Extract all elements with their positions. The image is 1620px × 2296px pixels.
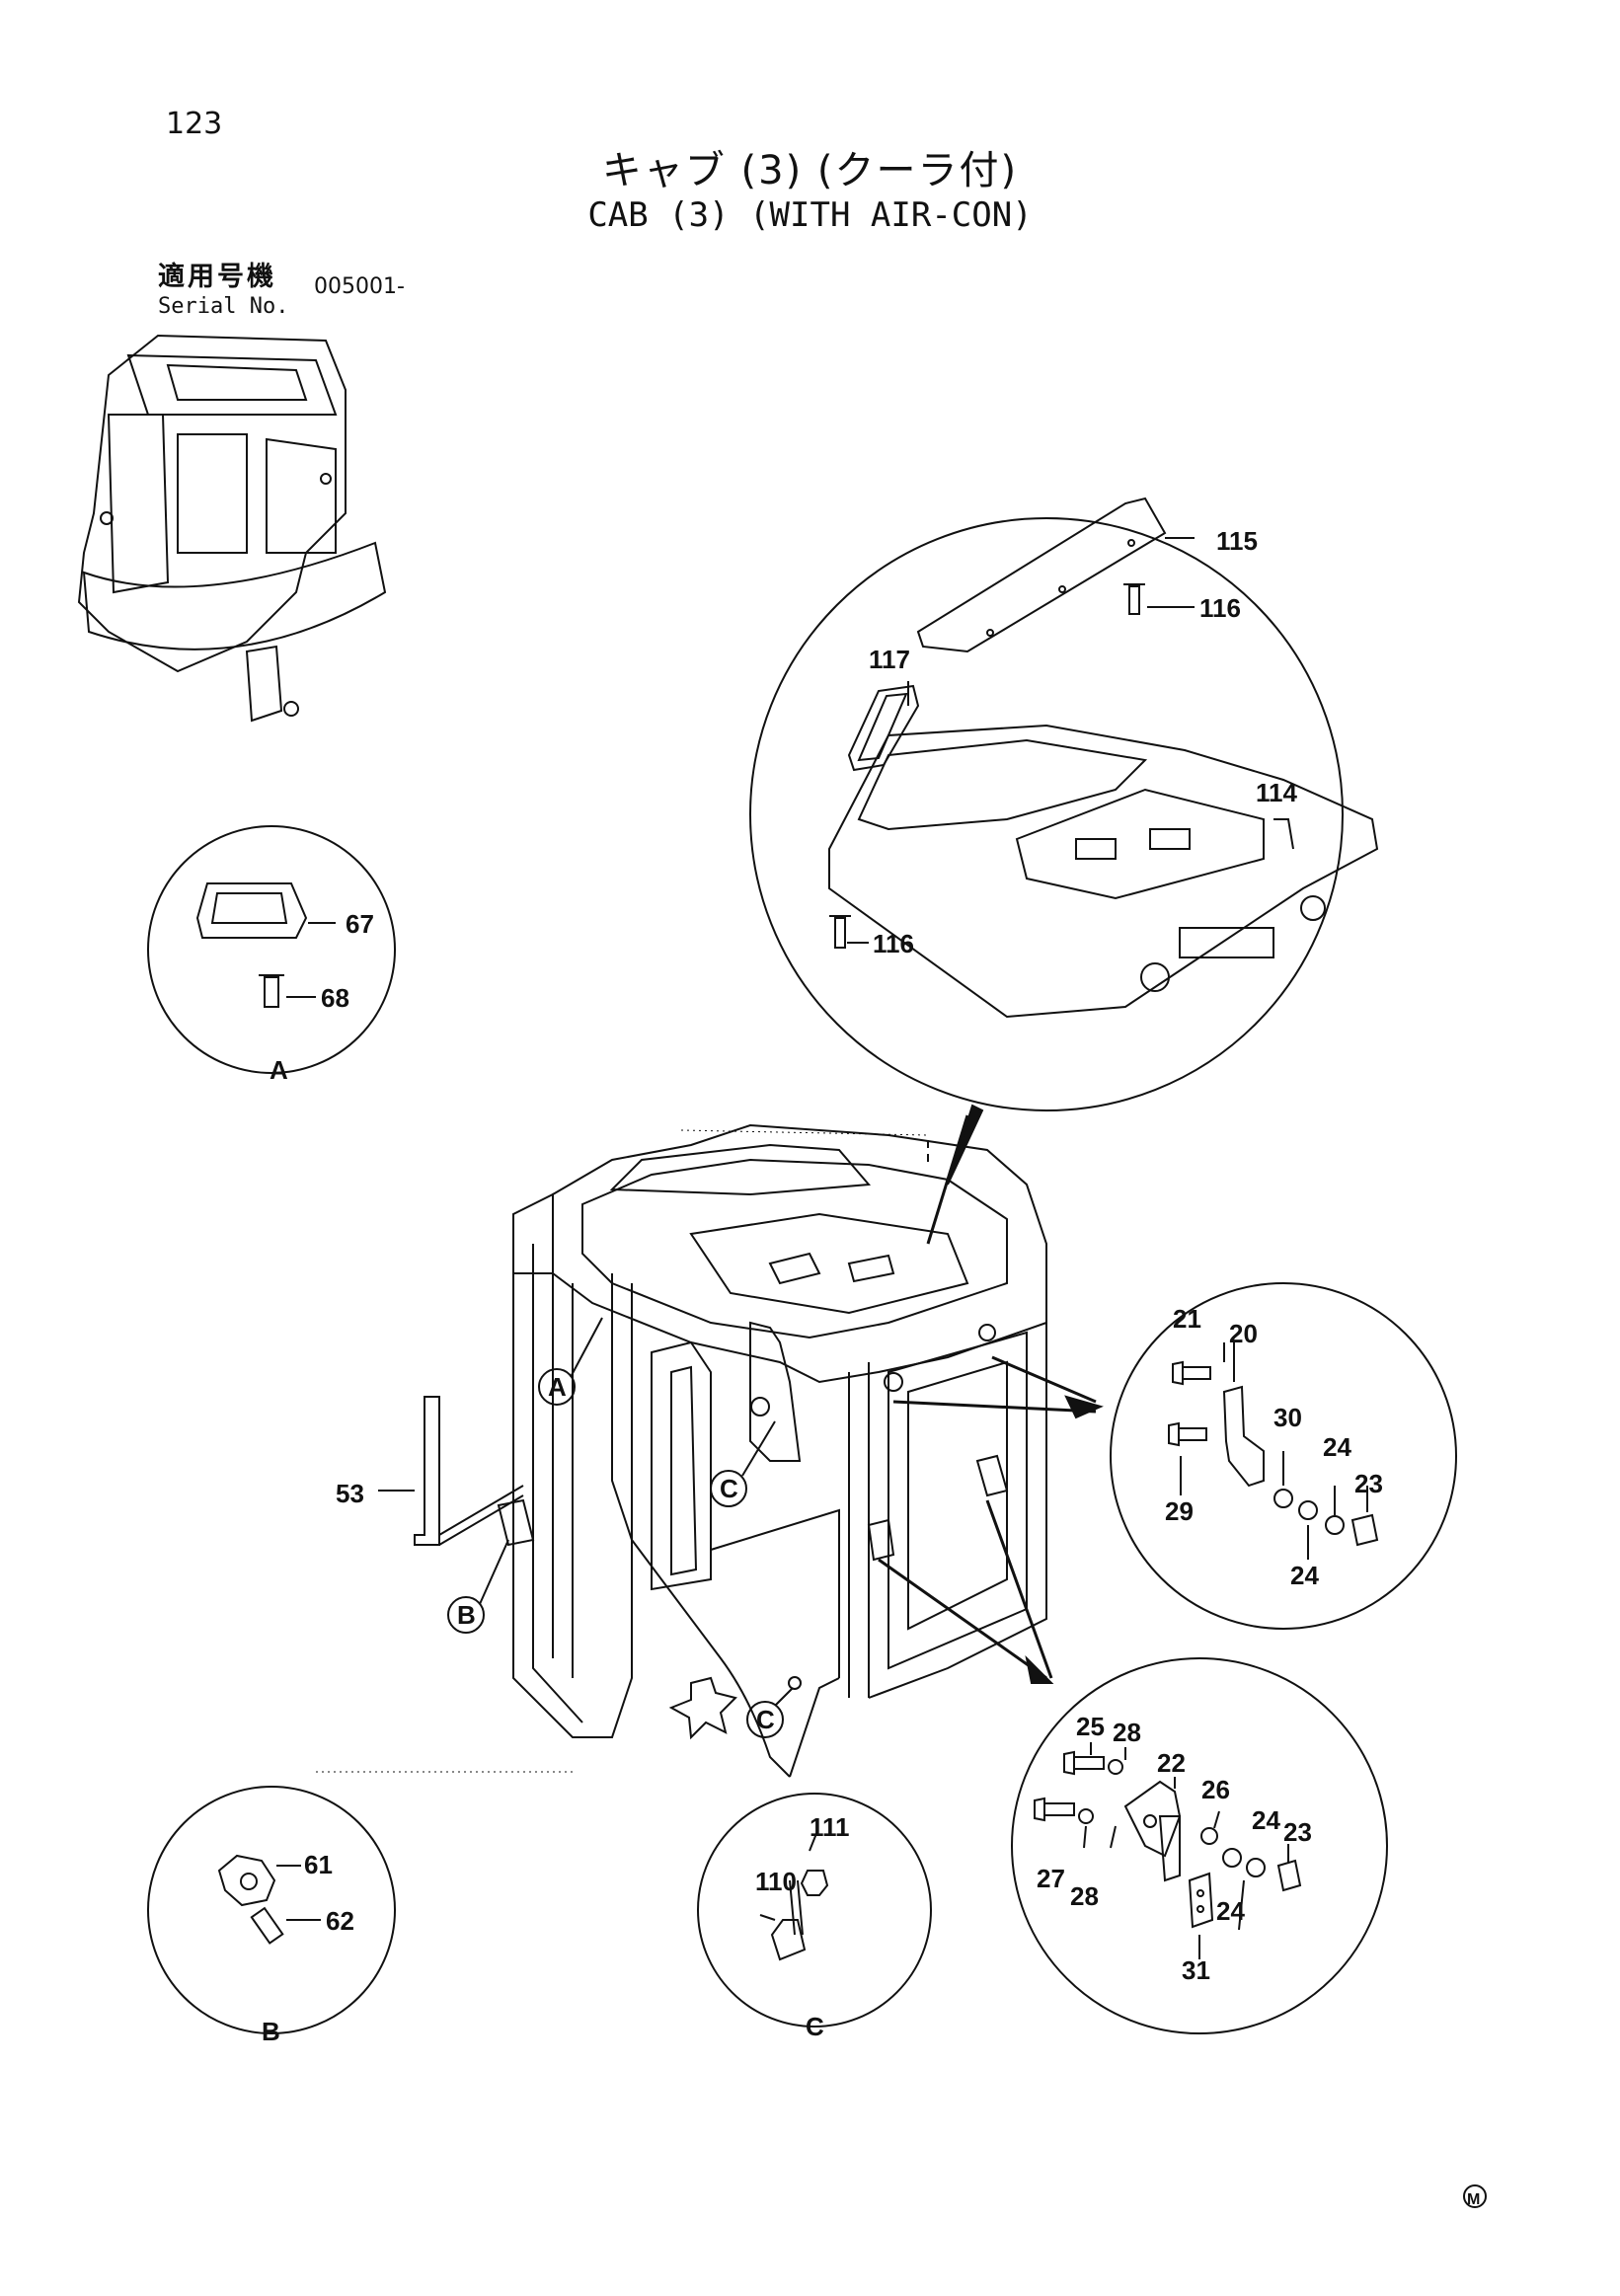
- main-cab-illustration: [414, 1123, 1047, 1778]
- callout-62: 62: [326, 1906, 354, 1936]
- detail-circle-b: [147, 1786, 396, 2034]
- callout-117: 117: [869, 645, 910, 674]
- detail-label-a: A: [270, 1055, 288, 1085]
- detail-circle-hinge-upper: [1110, 1282, 1457, 1630]
- callout-27: 27: [1037, 1864, 1065, 1893]
- callout-53: 53: [336, 1479, 364, 1508]
- detail-label-c: C: [806, 2012, 824, 2041]
- serial-label-english: Serial No.: [158, 294, 289, 319]
- callout-110: 110: [755, 1867, 797, 1896]
- callout-23-upper: 23: [1354, 1469, 1383, 1498]
- callout-23-lower: 23: [1283, 1817, 1312, 1847]
- detail-circle-c: [697, 1793, 932, 2028]
- detail-circle-hinge-lower: [1011, 1657, 1388, 2034]
- callout-61: 61: [304, 1850, 333, 1879]
- callout-25: 25: [1076, 1712, 1105, 1741]
- callout-28-upper: 28: [1113, 1718, 1141, 1747]
- callout-28-lower: 28: [1070, 1881, 1099, 1911]
- ref-label-c-upper: C: [720, 1474, 738, 1503]
- thumbnail-cab-illustration: [77, 334, 387, 723]
- page-number: 123: [166, 107, 223, 141]
- callout-30: 30: [1273, 1403, 1302, 1432]
- callout-29: 29: [1165, 1496, 1194, 1526]
- callout-24-lower: 24: [1252, 1805, 1280, 1835]
- serial-label-japanese: 適用号機: [158, 262, 276, 292]
- callout-26: 26: [1201, 1775, 1230, 1804]
- callout-114: 114: [1256, 778, 1297, 807]
- callout-24-right: 24: [1290, 1561, 1319, 1590]
- footer-mark: M: [1467, 2191, 1480, 2208]
- title-english: CAB (3) (WITH AIR-CON): [587, 195, 1033, 235]
- callout-67: 67: [346, 909, 374, 939]
- ref-label-b: B: [457, 1600, 476, 1630]
- callout-115: 115: [1216, 526, 1258, 556]
- m-mark-circle: [1463, 2184, 1487, 2208]
- callout-68: 68: [321, 983, 349, 1013]
- callout-116-lower: 116: [873, 929, 914, 958]
- detail-label-b: B: [262, 2017, 280, 2046]
- ref-label-c-lower: C: [756, 1705, 775, 1734]
- detail-circle-a: [147, 825, 396, 1074]
- callout-22: 22: [1157, 1748, 1186, 1778]
- callout-21: 21: [1173, 1304, 1201, 1334]
- ref-circle-a: [538, 1368, 576, 1406]
- detail-circle-roof: [749, 497, 1379, 1111]
- callout-24-upper: 24: [1323, 1432, 1351, 1462]
- callout-116-upper: 116: [1199, 593, 1241, 623]
- ref-label-a: A: [548, 1372, 567, 1402]
- ref-circle-b: [447, 1596, 485, 1634]
- title-japanese: キャブ (3) (クーラ付): [601, 148, 1019, 193]
- ref-circle-c-lower: [746, 1701, 784, 1738]
- ref-circle-c-upper: [710, 1470, 747, 1507]
- callout-111: 111: [810, 1812, 850, 1842]
- callout-20: 20: [1229, 1319, 1258, 1348]
- callout-31: 31: [1182, 1955, 1210, 1985]
- serial-number-value: 005001-: [314, 274, 405, 299]
- callout-24-bottom: 24: [1216, 1896, 1245, 1926]
